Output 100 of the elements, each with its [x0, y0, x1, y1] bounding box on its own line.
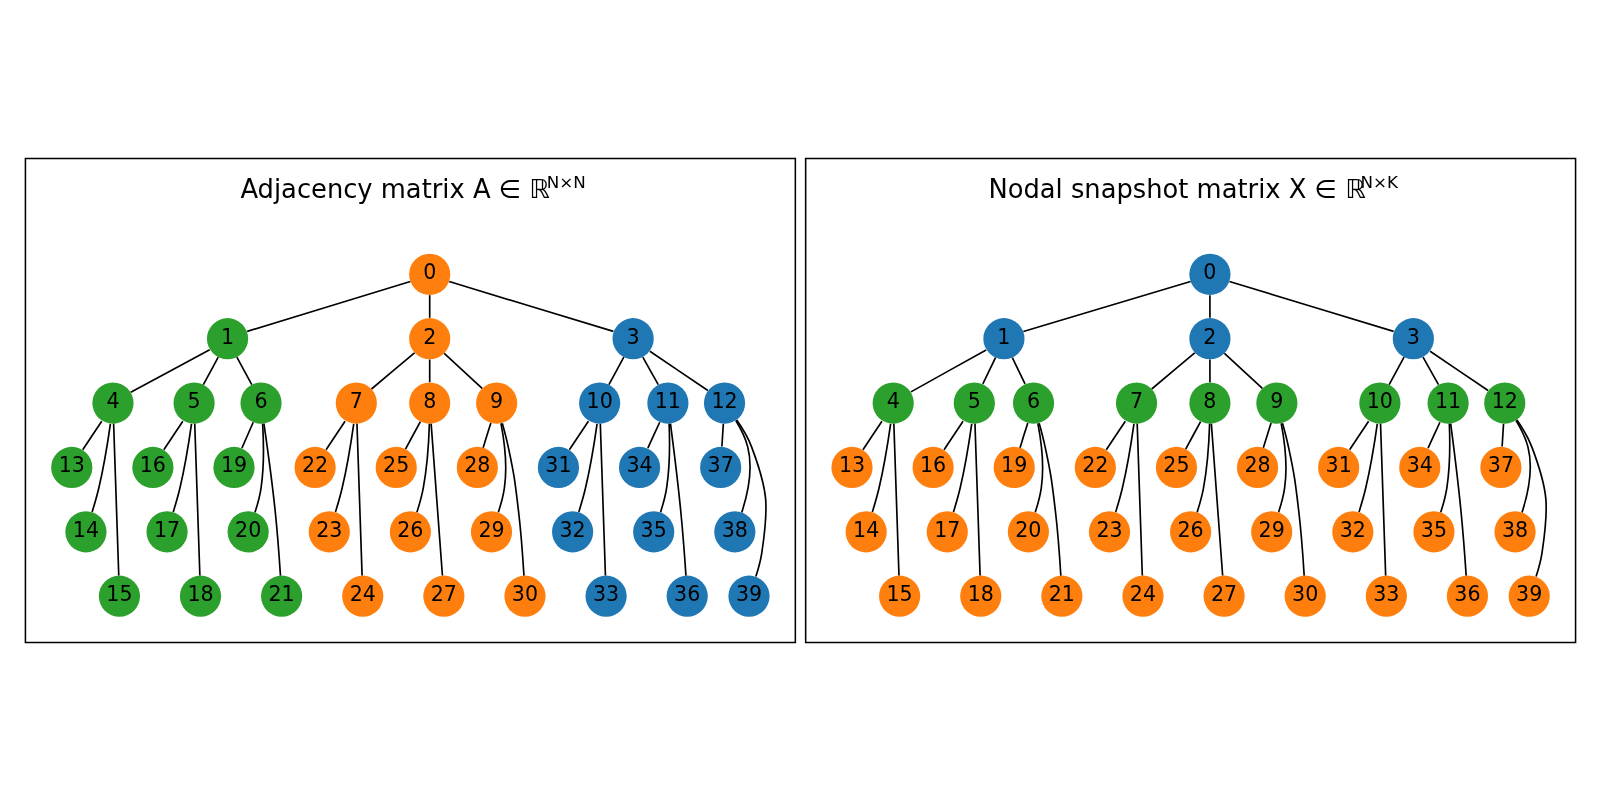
- connector: [1223, 352, 1263, 389]
- connector: [1135, 422, 1143, 576]
- connector: [1515, 418, 1547, 577]
- connector: [1210, 422, 1223, 576]
- node-circle: 20: [227, 510, 269, 552]
- node-circle: 14: [845, 510, 887, 552]
- connector: [81, 419, 103, 451]
- connector: [112, 422, 120, 576]
- connector: [861, 419, 883, 451]
- node-circle: 8: [1188, 382, 1231, 424]
- connector: [129, 348, 210, 393]
- node-circle: 38: [713, 510, 755, 552]
- node-circle: 7: [335, 382, 377, 424]
- connector: [171, 422, 192, 513]
- node-circle: 25: [1155, 446, 1197, 488]
- node-circle: 22: [1074, 446, 1116, 488]
- connector: [1114, 422, 1135, 513]
- connector: [1379, 422, 1386, 576]
- node-circle: 10: [1358, 382, 1400, 424]
- connector: [1195, 422, 1210, 513]
- node-circle: 35: [1412, 510, 1455, 552]
- node-circle: 11: [1427, 382, 1469, 424]
- node-circle: 29: [470, 510, 512, 552]
- connector: [370, 351, 415, 390]
- node-circle: 0: [1188, 253, 1231, 295]
- connector: [1439, 422, 1451, 513]
- node-circle: 33: [585, 575, 627, 617]
- node-circle: 38: [1493, 510, 1536, 552]
- node-circle: 23: [1088, 510, 1130, 552]
- connector: [245, 280, 411, 332]
- node-circle: 18: [179, 575, 221, 617]
- connector: [428, 358, 431, 383]
- node-circle: 37: [1479, 446, 1521, 488]
- node-circle: 26: [389, 510, 431, 552]
- node-circle: 4: [872, 382, 914, 424]
- node-circle: 4: [91, 382, 134, 424]
- connector: [1426, 420, 1441, 449]
- node-circle: 14: [64, 510, 107, 552]
- connector: [1514, 419, 1531, 513]
- connector: [659, 422, 670, 513]
- node-circle: 20: [1007, 510, 1049, 552]
- connector: [1281, 421, 1305, 576]
- node-circle: 3: [612, 317, 654, 359]
- node-circle: 13: [50, 446, 92, 488]
- connector: [735, 418, 767, 577]
- connector: [442, 352, 483, 389]
- connector: [669, 422, 687, 576]
- connector: [235, 355, 253, 385]
- connector: [1208, 358, 1211, 383]
- connector: [193, 422, 201, 576]
- node-circle: 35: [632, 510, 674, 552]
- node-circle: 9: [1255, 382, 1297, 424]
- node-circle: 12: [1483, 382, 1525, 424]
- node-circle: 27: [1203, 575, 1245, 617]
- connector: [404, 420, 421, 450]
- connector: [871, 422, 891, 513]
- connector: [1348, 419, 1369, 451]
- node-circle: 3: [1392, 317, 1434, 359]
- node-circle: 12: [703, 382, 745, 424]
- node-circle: 30: [1284, 575, 1326, 617]
- node-circle: 36: [666, 575, 708, 617]
- connector: [162, 419, 184, 451]
- node-circle: 27: [422, 575, 464, 617]
- connector: [1184, 420, 1201, 450]
- node-circle: 39: [727, 575, 770, 617]
- node-circle: 18: [959, 575, 1001, 617]
- connector: [324, 419, 346, 451]
- node-circle: 1: [982, 317, 1025, 359]
- connector: [202, 355, 219, 385]
- node-circle: 25: [375, 446, 417, 488]
- connector: [1011, 356, 1026, 385]
- node-circle: 16: [912, 446, 954, 488]
- connector: [253, 422, 264, 513]
- connector: [334, 422, 355, 513]
- connector: [734, 419, 751, 513]
- connector: [973, 422, 981, 576]
- connector: [90, 422, 111, 513]
- connector: [598, 422, 606, 576]
- node-circle: 5: [173, 382, 215, 424]
- node-circle: 31: [1317, 446, 1359, 488]
- node-circle: 33: [1365, 575, 1407, 617]
- node-circle: 8: [408, 382, 450, 424]
- node-circle: 6: [1012, 382, 1054, 424]
- node-circle: 15: [878, 575, 920, 617]
- node-circle: 37: [699, 446, 741, 488]
- connector: [568, 419, 589, 451]
- connector: [497, 422, 506, 513]
- connector: [1150, 351, 1196, 390]
- node-circle: 2: [408, 317, 450, 359]
- connector: [415, 422, 430, 513]
- node-circle: 28: [456, 446, 498, 488]
- connector: [641, 355, 659, 385]
- connector: [577, 422, 598, 513]
- connector: [1262, 421, 1272, 448]
- node-circle: 10: [578, 382, 620, 424]
- node-circle: 28: [1236, 446, 1278, 488]
- node-circle: 7: [1115, 382, 1157, 424]
- node-circle: 24: [1121, 575, 1164, 617]
- node-circle: 17: [145, 510, 188, 552]
- node-circle: 24: [341, 575, 383, 617]
